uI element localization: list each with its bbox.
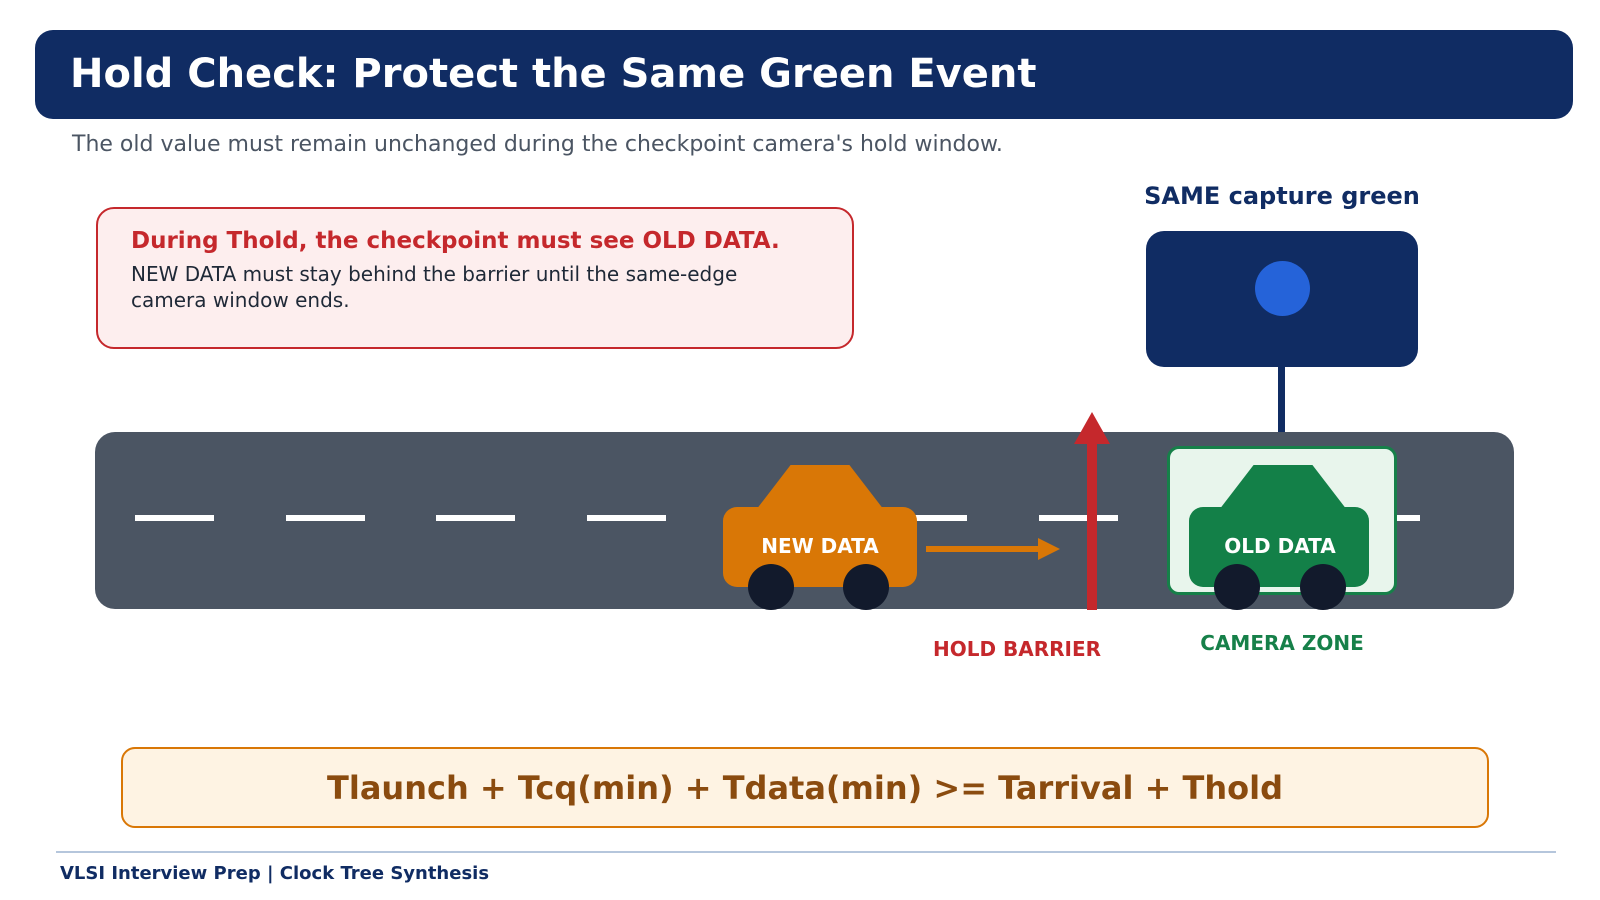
page-subtitle: The old value must remain unchanged duri… bbox=[72, 132, 1003, 157]
lane-dash bbox=[135, 515, 214, 521]
footer-text: VLSI Interview Prep | Clock Tree Synthes… bbox=[60, 863, 490, 884]
wheel bbox=[843, 564, 889, 610]
lane-dash bbox=[1039, 515, 1118, 521]
page-title: Hold Check: Protect the Same Green Event bbox=[70, 51, 1037, 97]
camera-lens-icon bbox=[1255, 261, 1310, 316]
lane-dash bbox=[587, 515, 666, 521]
wheel bbox=[1300, 564, 1346, 610]
lane-dash bbox=[286, 515, 365, 521]
lane-dash bbox=[436, 515, 515, 521]
header-bar: Hold Check: Protect the Same Green Event bbox=[35, 30, 1573, 119]
car-roof bbox=[1219, 465, 1347, 510]
car-roof bbox=[756, 465, 884, 510]
warning-text: NEW DATA must stay behind the barrier un… bbox=[131, 262, 738, 312]
camera-icon bbox=[1146, 231, 1418, 367]
warning-callout: During Thold, the checkpoint must see OL… bbox=[96, 207, 854, 349]
camera-mount bbox=[1278, 367, 1285, 433]
hold-barrier-label: HOLD BARRIER bbox=[932, 637, 1102, 661]
new-car-label: NEW DATA bbox=[761, 534, 879, 558]
wheel bbox=[1214, 564, 1260, 610]
warning-heading: During Thold, the checkpoint must see OL… bbox=[131, 228, 780, 254]
footer-divider bbox=[56, 851, 1556, 853]
hold-equation: Tlaunch + Tcq(min) + Tdata(min) >= Tarri… bbox=[327, 768, 1283, 807]
equation-box: Tlaunch + Tcq(min) + Tdata(min) >= Tarri… bbox=[121, 747, 1489, 828]
camera-zone-label: CAMERA ZONE bbox=[1200, 631, 1364, 655]
old-data-car: OLD DATA bbox=[1186, 465, 1380, 610]
old-car-label: OLD DATA bbox=[1224, 534, 1336, 558]
lane-dash bbox=[888, 515, 967, 521]
motion-arrow-icon bbox=[926, 538, 1060, 560]
new-data-car: NEW DATA bbox=[723, 465, 917, 610]
barrier-arrow-icon bbox=[1074, 412, 1110, 610]
wheel bbox=[748, 564, 794, 610]
camera-title: SAME capture green bbox=[1144, 182, 1420, 210]
